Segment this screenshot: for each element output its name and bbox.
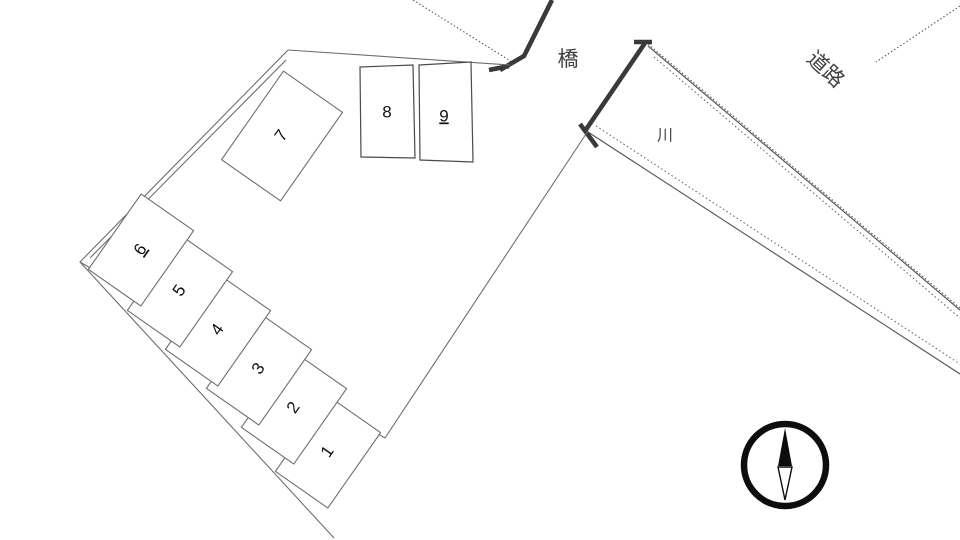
north-arrow (740, 420, 830, 510)
river-upper-bank (647, 45, 960, 311)
stall-row-main: 1 2 3 4 5 6 (87, 193, 382, 509)
river-upper-bank-inner (653, 56, 960, 319)
road-area (412, 0, 960, 309)
stall-6[interactable]: 6 (87, 193, 195, 307)
stall-9[interactable]: 9 (418, 61, 474, 163)
bridge-structure (488, 0, 652, 149)
road-label: 道路 (802, 46, 849, 92)
stall-8-outline (359, 64, 416, 159)
river-lower-bank (587, 131, 960, 375)
bridge-label: 橋 (558, 47, 579, 71)
road-far-edge (875, 5, 960, 63)
stall-8-label: 8 (382, 102, 391, 121)
road-near-edge (647, 43, 960, 309)
road-label-group: 道路 (802, 46, 849, 92)
compass-ring (740, 420, 830, 510)
road-branch-edge (412, 0, 513, 63)
stall-9-label: 9 (439, 106, 448, 125)
stall-9-outline (418, 61, 474, 163)
stall-8[interactable]: 8 (359, 64, 416, 159)
river-lower-bank-inner (595, 125, 960, 365)
bridge-cap-south (578, 122, 599, 149)
stall-1[interactable]: 1 (274, 395, 382, 509)
compass-needle-south (777, 466, 793, 501)
river-label: 川 (657, 126, 673, 145)
river-area (587, 45, 960, 375)
compass-needle-north (778, 428, 792, 466)
bridge-deck (583, 41, 647, 133)
stall-7[interactable]: 7 (220, 70, 344, 202)
